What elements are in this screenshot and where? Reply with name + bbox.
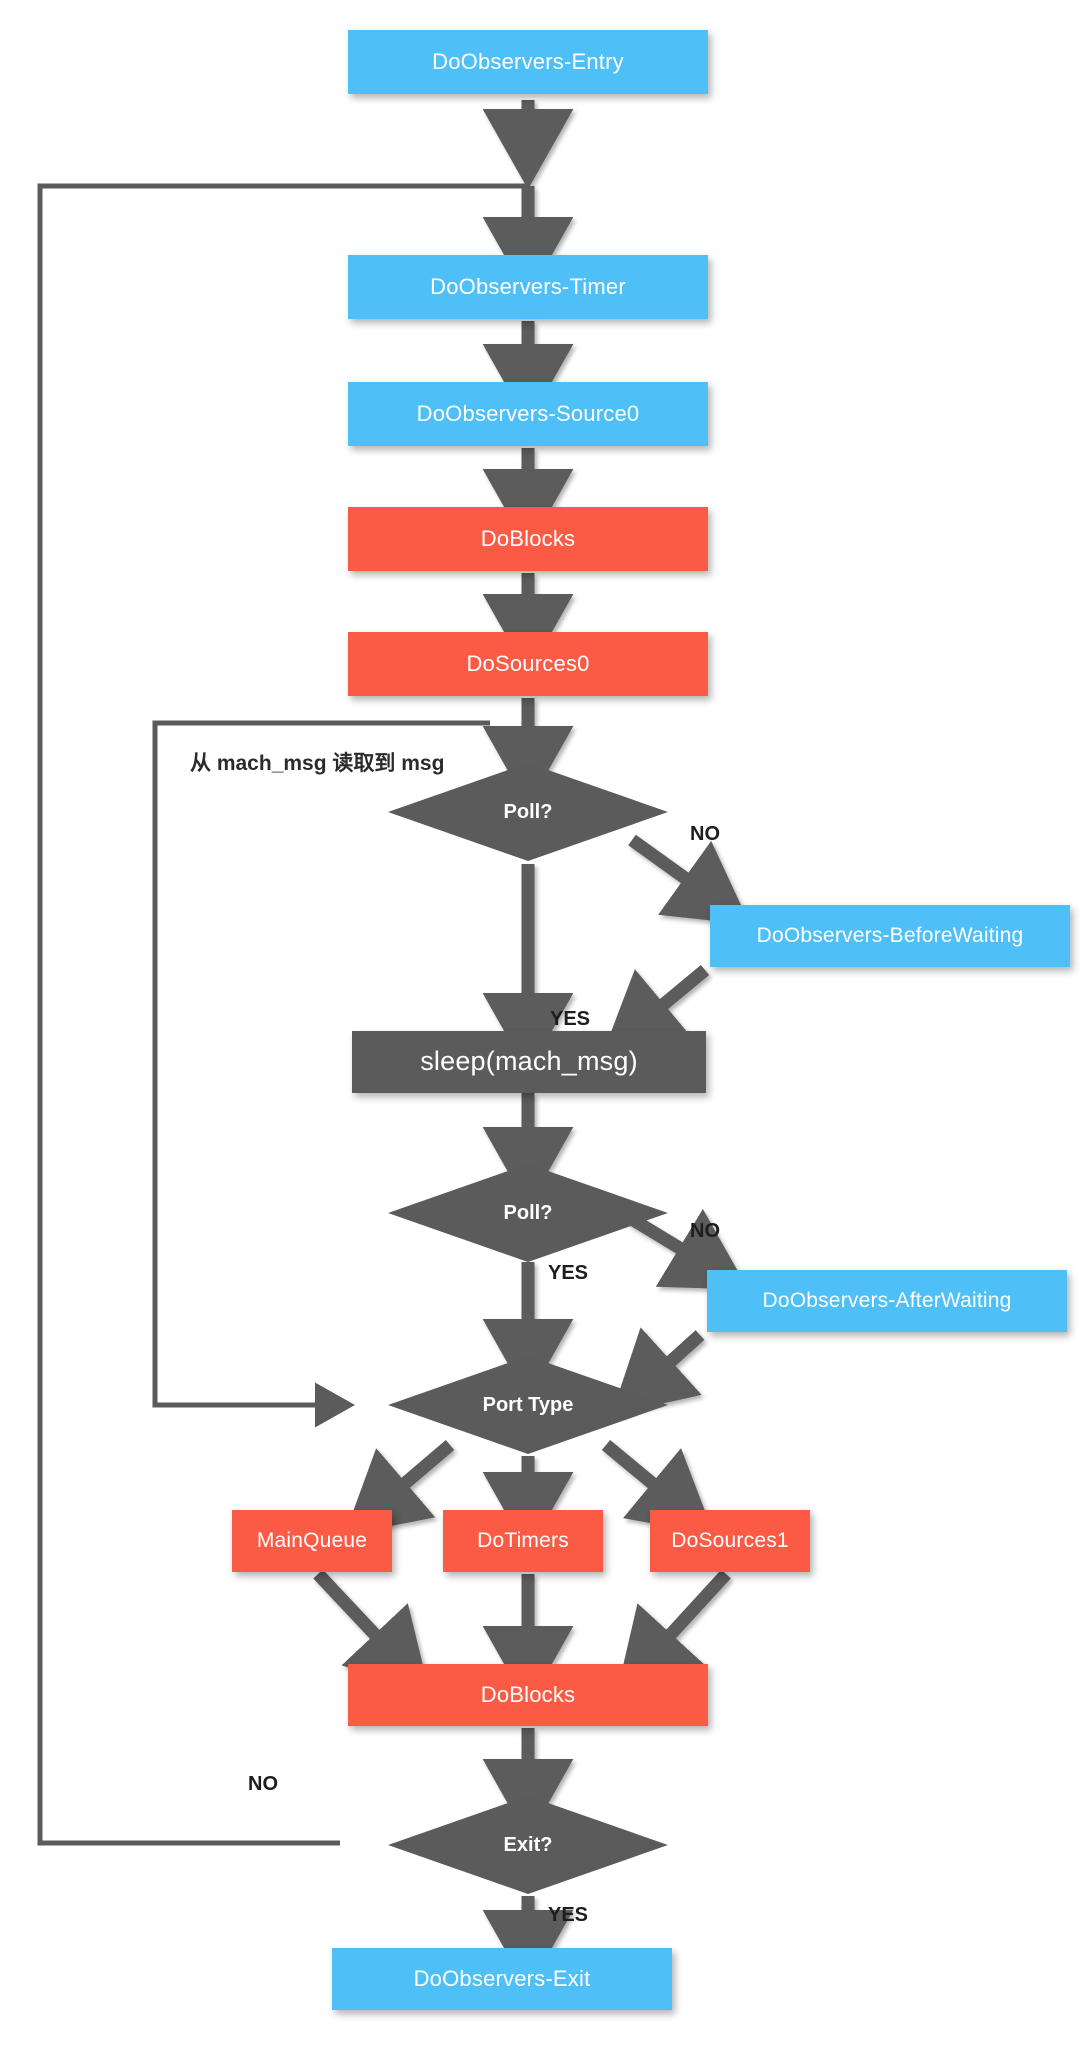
node-do-timers[interactable]: DoTimers — [443, 1510, 603, 1572]
node-label: sleep(mach_msg) — [420, 1046, 638, 1077]
edge-label-poll1-no: NO — [690, 823, 720, 845]
edge-beforewaiting-to-sleep — [602, 965, 710, 1056]
node-label: Exit? — [503, 1833, 553, 1856]
edge-label-poll2-no: NO — [690, 1220, 720, 1242]
node-label: DoObservers-Entry — [432, 49, 624, 75]
node-do-blocks-1[interactable]: DoBlocks — [348, 507, 708, 571]
node-label: DoTimers — [477, 1528, 569, 1552]
node-label: Poll? — [503, 800, 553, 823]
edge-dosources1-to-doblocks — [616, 1569, 731, 1694]
node-sleep-mach-msg[interactable]: sleep(mach_msg) — [352, 1031, 706, 1093]
node-do-observers-entry[interactable]: DoObservers-Entry — [348, 30, 708, 94]
edge-label-poll1-yes: YES — [550, 1008, 591, 1030]
node-main-queue[interactable]: MainQueue — [232, 1510, 392, 1572]
node-do-sources1[interactable]: DoSources1 — [650, 1510, 810, 1572]
edge-label-exit-yes: YES — [548, 1904, 589, 1926]
node-do-observers-exit[interactable]: DoObservers-Exit — [332, 1948, 672, 2010]
node-label: DoObservers-BeforeWaiting — [756, 923, 1024, 947]
node-do-observers-timer[interactable]: DoObservers-Timer — [348, 255, 708, 319]
node-poll-decision-2[interactable]: Poll? — [388, 1164, 668, 1262]
node-port-type-decision[interactable]: Port Type — [388, 1356, 668, 1454]
node-label: DoObservers-Source0 — [416, 401, 640, 427]
node-poll-decision-1[interactable]: Poll? — [388, 763, 668, 861]
node-do-observers-source0[interactable]: DoObservers-Source0 — [348, 382, 708, 446]
annotation-mach-msg-read: 从 mach_msg 读取到 msg — [190, 752, 445, 775]
node-label: DoBlocks — [480, 526, 576, 552]
node-do-observers-before-waiting[interactable]: DoObservers-BeforeWaiting — [710, 905, 1070, 967]
node-label: DoSources0 — [466, 651, 590, 677]
edge-label-exit-no: NO — [248, 1773, 278, 1795]
node-label: Port Type — [482, 1393, 574, 1416]
node-label: DoObservers-Timer — [430, 274, 626, 300]
node-label: DoObservers-AfterWaiting — [762, 1288, 1012, 1312]
node-label: DoSources1 — [671, 1528, 789, 1552]
node-label: MainQueue — [256, 1528, 368, 1552]
node-label: Poll? — [503, 1201, 553, 1224]
node-do-observers-after-waiting[interactable]: DoObservers-AfterWaiting — [707, 1270, 1067, 1332]
node-label: DoBlocks — [480, 1682, 576, 1708]
node-label: DoObservers-Exit — [413, 1966, 591, 1992]
edge-label-poll2-yes: YES — [548, 1262, 589, 1284]
node-do-blocks-2[interactable]: DoBlocks — [348, 1664, 708, 1726]
node-exit-decision[interactable]: Exit? — [388, 1796, 668, 1894]
node-do-sources0[interactable]: DoSources0 — [348, 632, 708, 696]
edge-mainqueue-to-doblocks — [313, 1569, 430, 1693]
